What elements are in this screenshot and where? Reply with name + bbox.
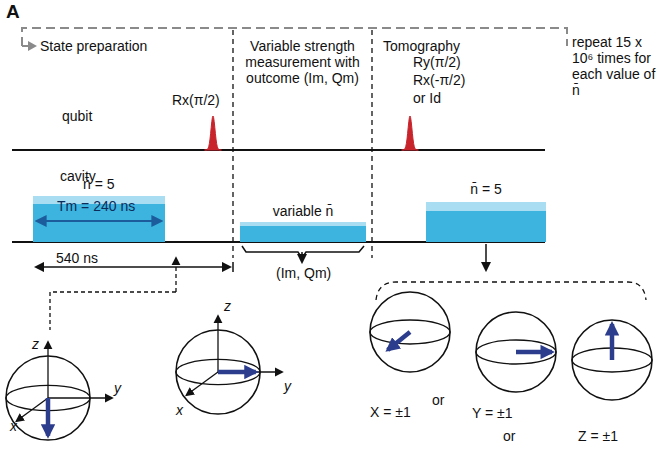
bloch-sphere bbox=[6, 342, 112, 440]
outcome-label: (Im, Qm) bbox=[276, 265, 331, 281]
bloch-sphere bbox=[370, 292, 450, 372]
cavity-pulse: n̄ = 5Tm = 240 ns bbox=[33, 196, 165, 242]
state-vector bbox=[46, 398, 51, 436]
duration-label: 540 ns bbox=[56, 250, 98, 266]
axis-label: x bbox=[176, 402, 183, 418]
cavity-pulse: variable n̄ bbox=[240, 222, 366, 242]
duration-arrow bbox=[36, 266, 230, 268]
leader-line bbox=[50, 292, 176, 330]
bloch-sphere bbox=[476, 312, 556, 392]
repeat-note: repeat 15 x 10⁶ times for each value of … bbox=[572, 34, 662, 98]
outcome-arrow bbox=[301, 252, 303, 262]
qubit-pulse bbox=[205, 116, 222, 150]
axis-label: y bbox=[284, 378, 291, 394]
conjunction: or bbox=[432, 392, 444, 408]
state-vector bbox=[516, 350, 552, 355]
leader-line bbox=[175, 258, 176, 292]
outcome-bracket bbox=[242, 246, 364, 258]
outcome-value: Z = ±1 bbox=[578, 428, 618, 444]
duration-tick bbox=[232, 262, 234, 272]
bloch-sphere bbox=[572, 320, 652, 400]
section-divider bbox=[232, 30, 233, 258]
gate-label: Rx(π/2) bbox=[172, 92, 220, 108]
conjunction: or bbox=[503, 428, 515, 444]
tomography-arrow bbox=[485, 244, 487, 270]
axis-label: x bbox=[10, 418, 17, 434]
qubit-line bbox=[12, 149, 545, 151]
duration-label: Tm = 240 ns bbox=[57, 198, 135, 214]
cavity-pulse: n̄ = 5 bbox=[426, 202, 546, 242]
bracket-stub bbox=[22, 45, 28, 47]
panel-letter: A bbox=[6, 4, 20, 20]
section-title: Variable strength measurement with outco… bbox=[237, 38, 368, 86]
state-vector bbox=[388, 332, 410, 350]
bloch-sphere bbox=[176, 316, 282, 414]
section-divider bbox=[371, 30, 372, 258]
state-vector bbox=[218, 370, 256, 375]
outcome-value: Y = ±1 bbox=[472, 405, 513, 421]
line-label: cavity bbox=[60, 168, 96, 184]
gate-label: Rx(-π/2) bbox=[413, 72, 465, 88]
axis-label: z bbox=[32, 336, 39, 352]
axis-label: y bbox=[114, 380, 121, 396]
section-title: State preparation bbox=[40, 38, 147, 54]
qubit-pulse bbox=[402, 116, 419, 150]
gate-label: or Id bbox=[413, 90, 441, 106]
outcome-value: X = ±1 bbox=[370, 404, 411, 420]
section-title: Tomography bbox=[383, 38, 460, 54]
gate-label: Ry(π/2) bbox=[413, 54, 461, 70]
duration-arrow bbox=[37, 220, 161, 222]
pulse-label: variable n̄ bbox=[273, 203, 334, 219]
axis-label: z bbox=[224, 298, 231, 314]
state-vector bbox=[610, 324, 615, 360]
bracket-arrow bbox=[28, 41, 37, 51]
pulse-label: n̄ = 5 bbox=[470, 181, 502, 197]
line-label: qubit bbox=[62, 108, 92, 124]
tomography-bracket bbox=[376, 282, 646, 300]
